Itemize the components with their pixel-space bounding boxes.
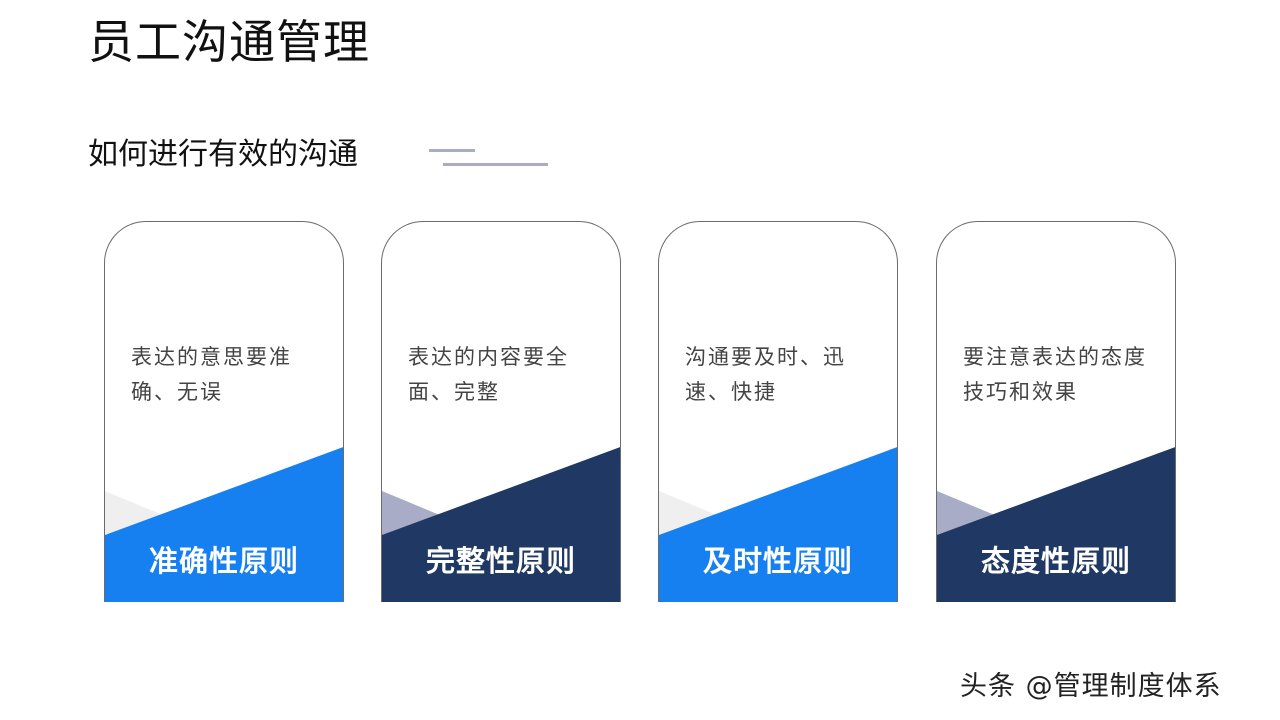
- section-subtitle: 如何进行有效的沟通: [88, 137, 358, 172]
- card-title: 准确性原则: [148, 544, 299, 578]
- card-title: 及时性原则: [702, 544, 853, 578]
- principle-card-completeness: 表达的内容要全面、完整 完整性原则: [381, 221, 621, 602]
- page-title: 员工沟通管理: [88, 15, 370, 69]
- principle-card-accuracy: 表达的意思要准确、无误 准确性原则: [104, 221, 344, 602]
- card-blue-shape: [659, 447, 897, 602]
- card-description: 要注意表达的态度技巧和效果: [963, 345, 1147, 404]
- card-blue-shape: [105, 447, 343, 602]
- card-description: 沟通要及时、迅速、快捷: [685, 345, 846, 404]
- principle-card-attitude: 要注意表达的态度技巧和效果 态度性原则: [936, 221, 1176, 602]
- card-navy-shape: [937, 447, 1175, 602]
- card-title: 态度性原则: [980, 544, 1131, 578]
- watermark: 头条 @管理制度体系: [960, 671, 1222, 702]
- principle-card-timeliness: 沟通要及时、迅速、快捷 及时性原则: [658, 221, 898, 602]
- card-description: 表达的意思要准确、无误: [131, 345, 292, 404]
- decorative-line-short: [429, 149, 475, 152]
- card-navy-shape: [382, 447, 620, 602]
- decorative-line-long: [443, 163, 548, 166]
- card-title: 完整性原则: [425, 544, 576, 578]
- card-description: 表达的内容要全面、完整: [408, 345, 569, 404]
